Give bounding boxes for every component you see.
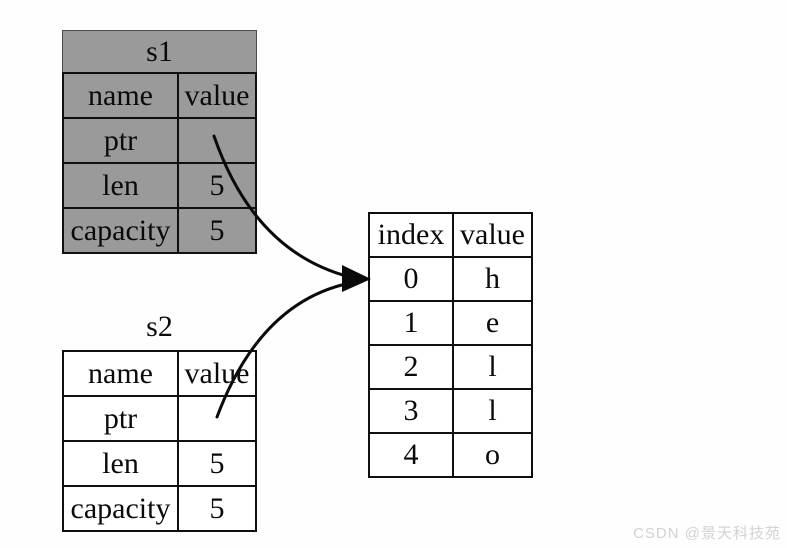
heap-header-value: value: [452, 212, 533, 258]
watermark: CSDN @景天科技苑: [633, 525, 781, 542]
table-row: 2 l: [368, 344, 533, 390]
table-header-row: name value: [62, 350, 257, 397]
s2-ptr-value-cell: [177, 395, 257, 442]
s1-capacity-value: 5: [177, 207, 257, 254]
s2-len-value: 5: [177, 440, 257, 487]
table-row: 3 l: [368, 388, 533, 434]
s1-stack-table: name value ptr len 5 capacity 5: [62, 72, 257, 254]
s2-header-value: value: [177, 350, 257, 397]
heap-index-cell: 2: [368, 344, 454, 390]
s1-len-label: len: [62, 162, 179, 209]
heap-index-cell: 4: [368, 432, 454, 478]
table-header-row: name value: [62, 72, 257, 119]
table-row: 4 o: [368, 432, 533, 478]
s2-capacity-value: 5: [177, 485, 257, 532]
s1-ptr-value-cell: [177, 117, 257, 164]
heap-header-index: index: [368, 212, 454, 258]
s2-capacity-label: capacity: [62, 485, 179, 532]
s1-table-title: s1: [62, 30, 257, 73]
s2-table-title: s2: [146, 310, 173, 343]
s1-capacity-label: capacity: [62, 207, 179, 254]
s2-header-name: name: [62, 350, 179, 397]
s1-ptr-label: ptr: [62, 117, 179, 164]
s2-ptr-label: ptr: [62, 395, 179, 442]
s2-stack-table: name value ptr len 5 capacity 5: [62, 350, 257, 532]
heap-index-cell: 1: [368, 300, 454, 346]
heap-value-cell: h: [452, 256, 533, 302]
s2-len-label: len: [62, 440, 179, 487]
s1-len-value: 5: [177, 162, 257, 209]
table-row: 0 h: [368, 256, 533, 302]
s1-header-value: value: [177, 72, 257, 119]
heap-value-cell: e: [452, 300, 533, 346]
table-row: len 5: [62, 440, 257, 487]
table-row: ptr: [62, 395, 257, 442]
table-row: capacity 5: [62, 485, 257, 532]
heap-buffer-table: index value 0 h 1 e 2 l 3 l 4 o: [368, 212, 533, 478]
heap-value-cell: l: [452, 388, 533, 434]
arrowhead-icon: [342, 265, 371, 292]
table-row: capacity 5: [62, 207, 257, 254]
heap-index-cell: 3: [368, 388, 454, 434]
table-row: ptr: [62, 117, 257, 164]
table-row: len 5: [62, 162, 257, 209]
heap-value-cell: o: [452, 432, 533, 478]
heap-index-cell: 0: [368, 256, 454, 302]
heap-value-cell: l: [452, 344, 533, 390]
s1-header-name: name: [62, 72, 179, 119]
table-row: 1 e: [368, 300, 533, 346]
table-header-row: index value: [368, 212, 533, 258]
